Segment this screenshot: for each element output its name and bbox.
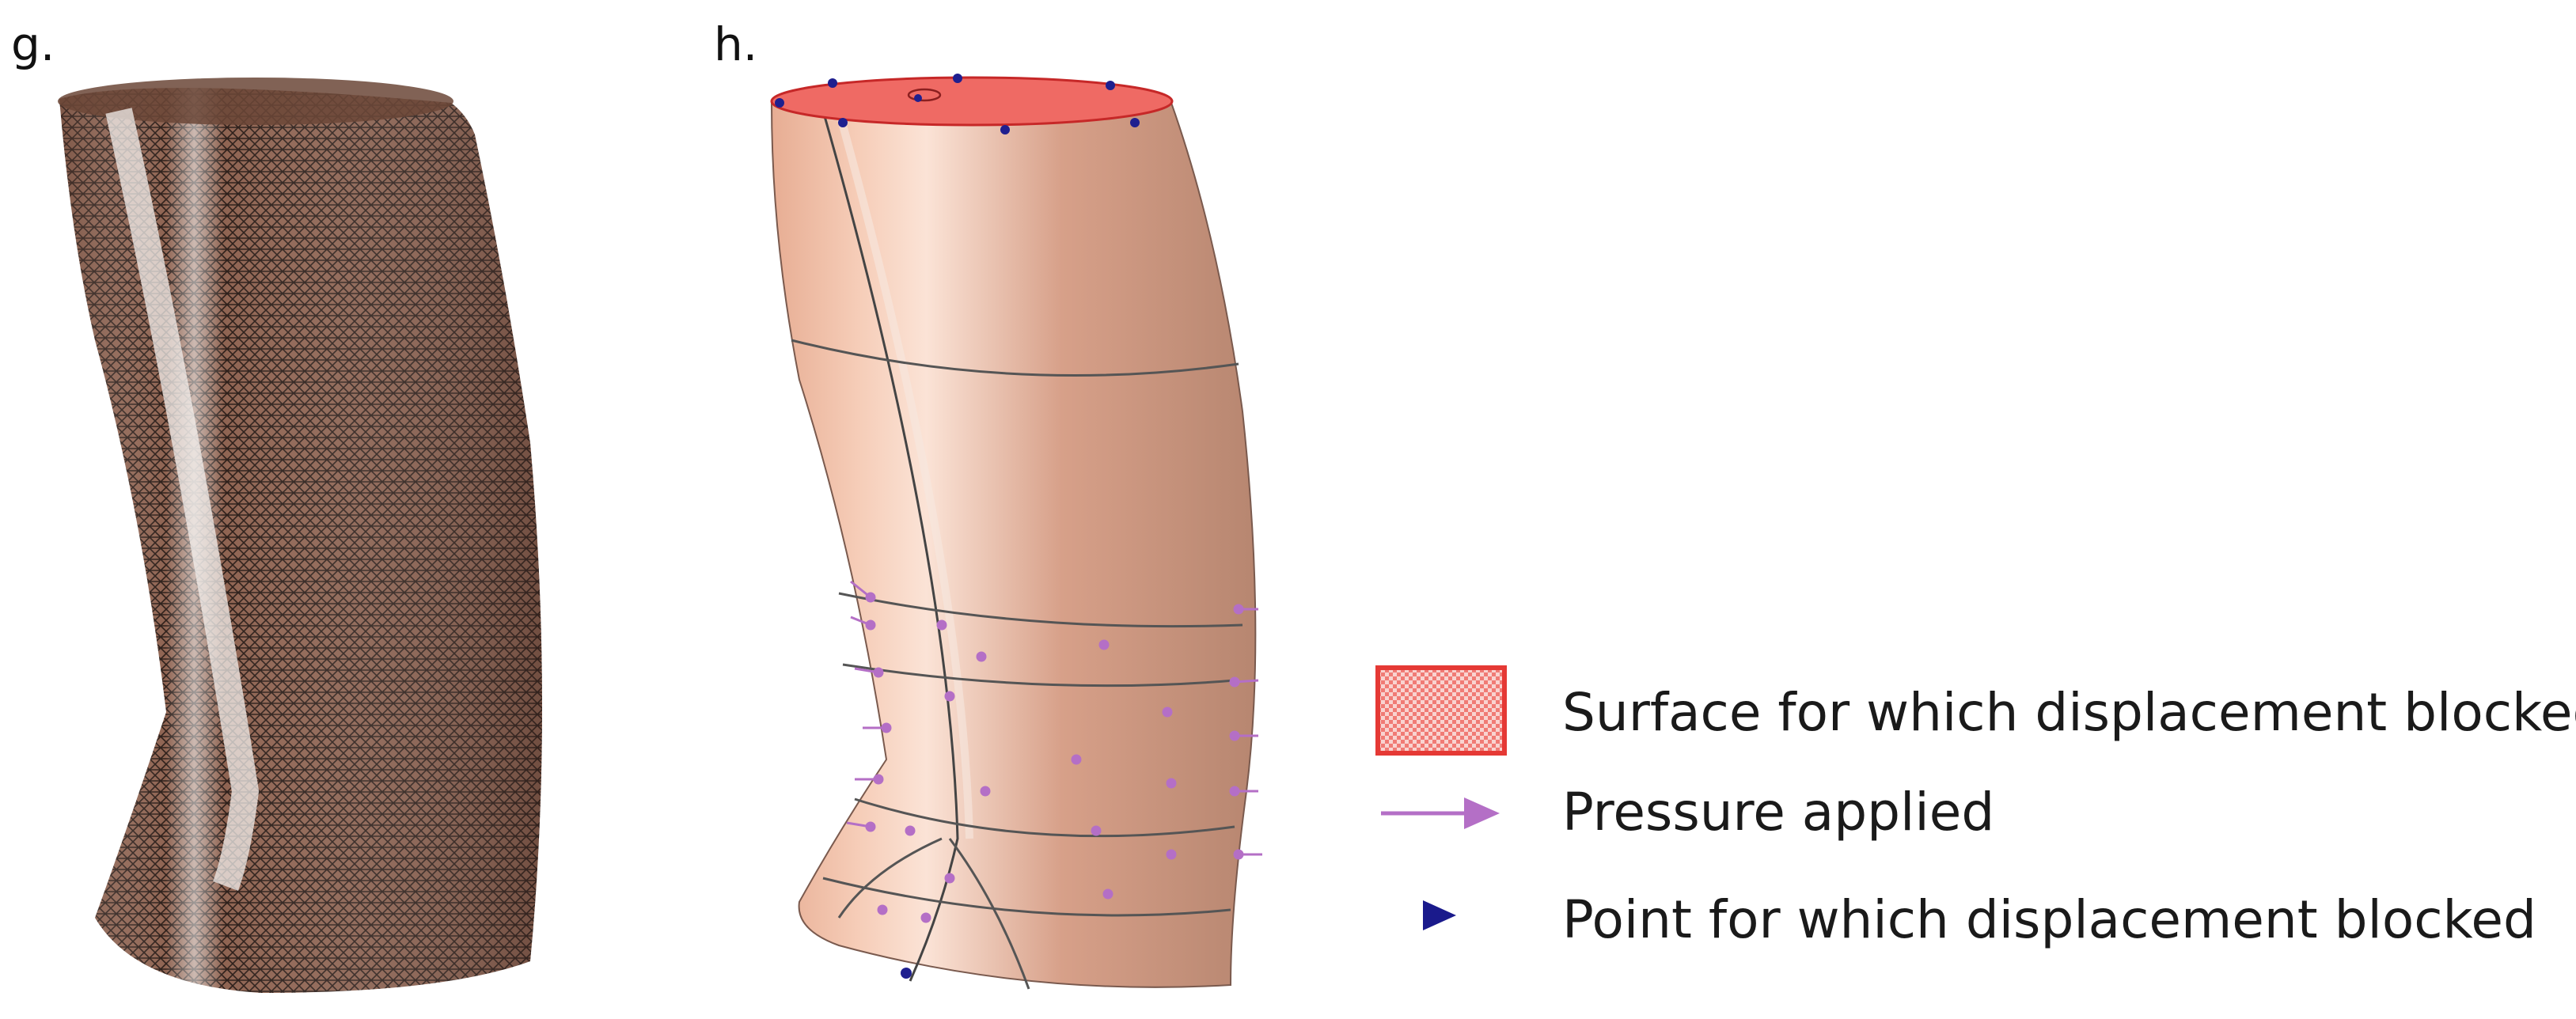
legend-point-marker — [1423, 900, 1456, 930]
legend-pressure-arrow — [1381, 797, 1500, 829]
legend-surface-swatch — [1375, 665, 1507, 756]
panel-label-h: h. — [714, 17, 758, 71]
legend-pressure-label: Pressure applied — [1562, 782, 1995, 843]
legend-point-label: Point for which displacement blocked — [1562, 889, 2536, 950]
panel-label-g: g. — [11, 17, 55, 71]
surface-stump-model — [770, 74, 1262, 990]
legend-surface-label: Surface for which displacement blocked — [1562, 682, 2576, 743]
fixed-top-surface — [770, 76, 1174, 127]
meshed-stump-model — [58, 78, 542, 994]
